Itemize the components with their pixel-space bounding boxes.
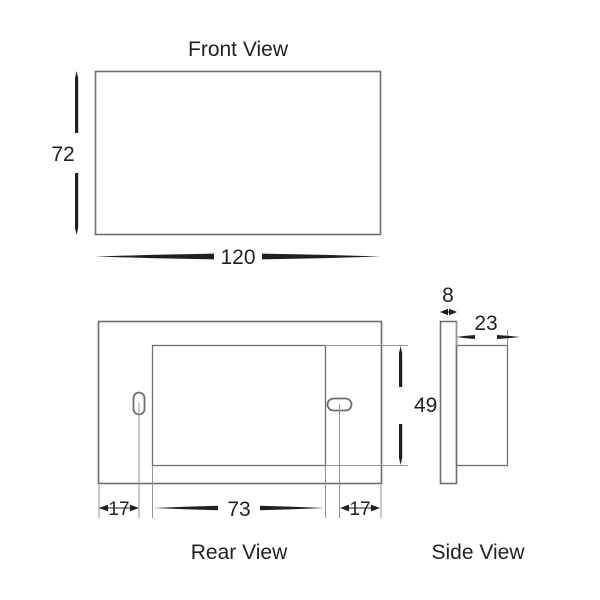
faceplate-arrow-left <box>440 308 448 316</box>
rear-right-margin-label: 17 <box>349 499 370 520</box>
side-body-depth-label: 23 <box>474 312 497 335</box>
side-faceplate-thickness-dimension: 8 <box>440 284 457 316</box>
side-view-faceplate-outline <box>439 320 458 485</box>
front-view-group: 72 120 Front View <box>51 38 382 269</box>
front-height-label: 72 <box>51 143 74 166</box>
front-height-dimension: 72 <box>51 71 79 235</box>
rear-right-margin-dimension: 17 <box>340 499 380 520</box>
rear-view-title: Rear View <box>191 541 288 564</box>
side-faceplate-thickness-label: 8 <box>442 284 454 307</box>
height-arrow-lower <box>75 173 79 235</box>
center-width-arrow-left <box>153 505 218 511</box>
height-arrow-upper <box>75 71 79 133</box>
faceplate-arrow-right <box>449 308 457 316</box>
rear-inner-height-label: 49 <box>414 394 437 417</box>
front-width-label: 120 <box>220 246 255 269</box>
width-arrow-right <box>262 253 381 260</box>
body-depth-arrow-right <box>497 335 520 339</box>
left-margin-arrow-right <box>130 504 139 512</box>
width-arrow-left <box>95 253 214 260</box>
rear-view-group: 49 17 <box>97 320 437 564</box>
rear-center-width-dimension: 73 <box>153 498 325 521</box>
rear-center-width-label: 73 <box>227 498 250 521</box>
body-depth-arrow-left <box>456 335 475 339</box>
front-width-dimension: 120 <box>95 246 381 269</box>
side-view-group: 8 23 Side View <box>431 284 525 564</box>
inner-height-arrow-lower <box>399 424 403 465</box>
rear-view-inner-outline <box>151 344 327 467</box>
center-width-arrow-right <box>260 505 325 511</box>
left-margin-arrow-left <box>99 504 108 512</box>
front-view-outline <box>94 70 382 236</box>
front-view-title: Front View <box>188 38 289 61</box>
rear-left-margin-dimension: 17 <box>99 499 139 520</box>
side-view-title: Side View <box>431 541 525 564</box>
rear-inner-height-dimension: 49 <box>399 346 437 465</box>
inner-height-arrow-upper <box>399 346 403 387</box>
right-margin-arrow-left <box>340 504 349 512</box>
rear-left-margin-label: 17 <box>108 499 129 520</box>
side-body-depth-dimension: 23 <box>456 312 520 339</box>
right-margin-arrow-right <box>371 504 380 512</box>
side-view-body-outline <box>455 344 509 467</box>
